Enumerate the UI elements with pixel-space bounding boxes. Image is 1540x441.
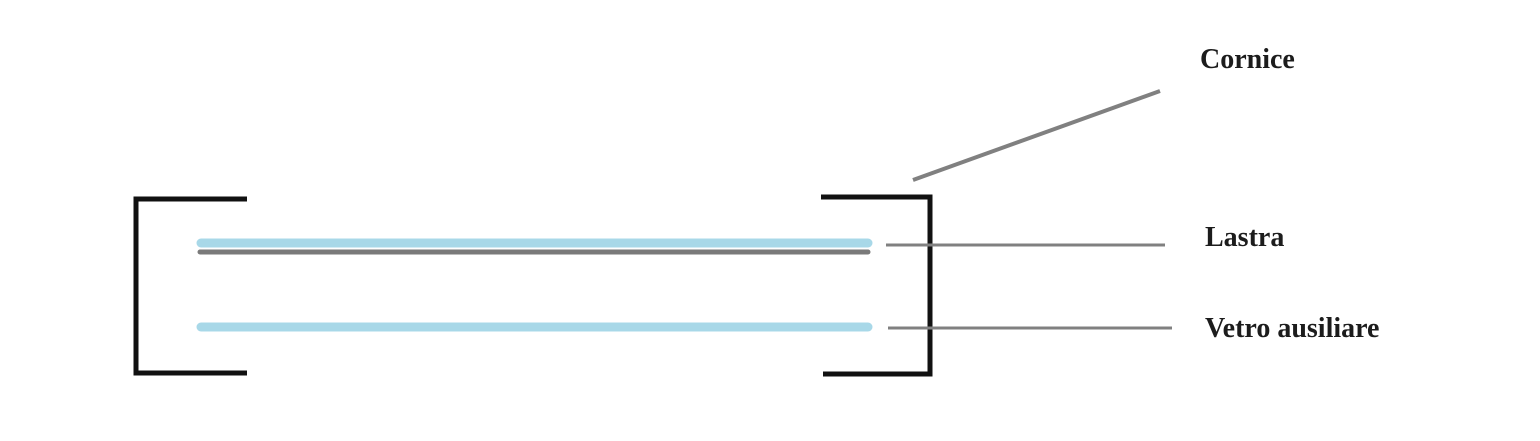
frame-right-bracket (821, 194, 933, 377)
frame-label: Cornice (1200, 44, 1295, 75)
frame-leader-line (912, 89, 1161, 182)
auxiliary-glass-label: Vetro ausiliare (1205, 313, 1380, 344)
frame-left-bracket (133, 196, 247, 376)
plate-label: Lastra (1205, 222, 1285, 253)
